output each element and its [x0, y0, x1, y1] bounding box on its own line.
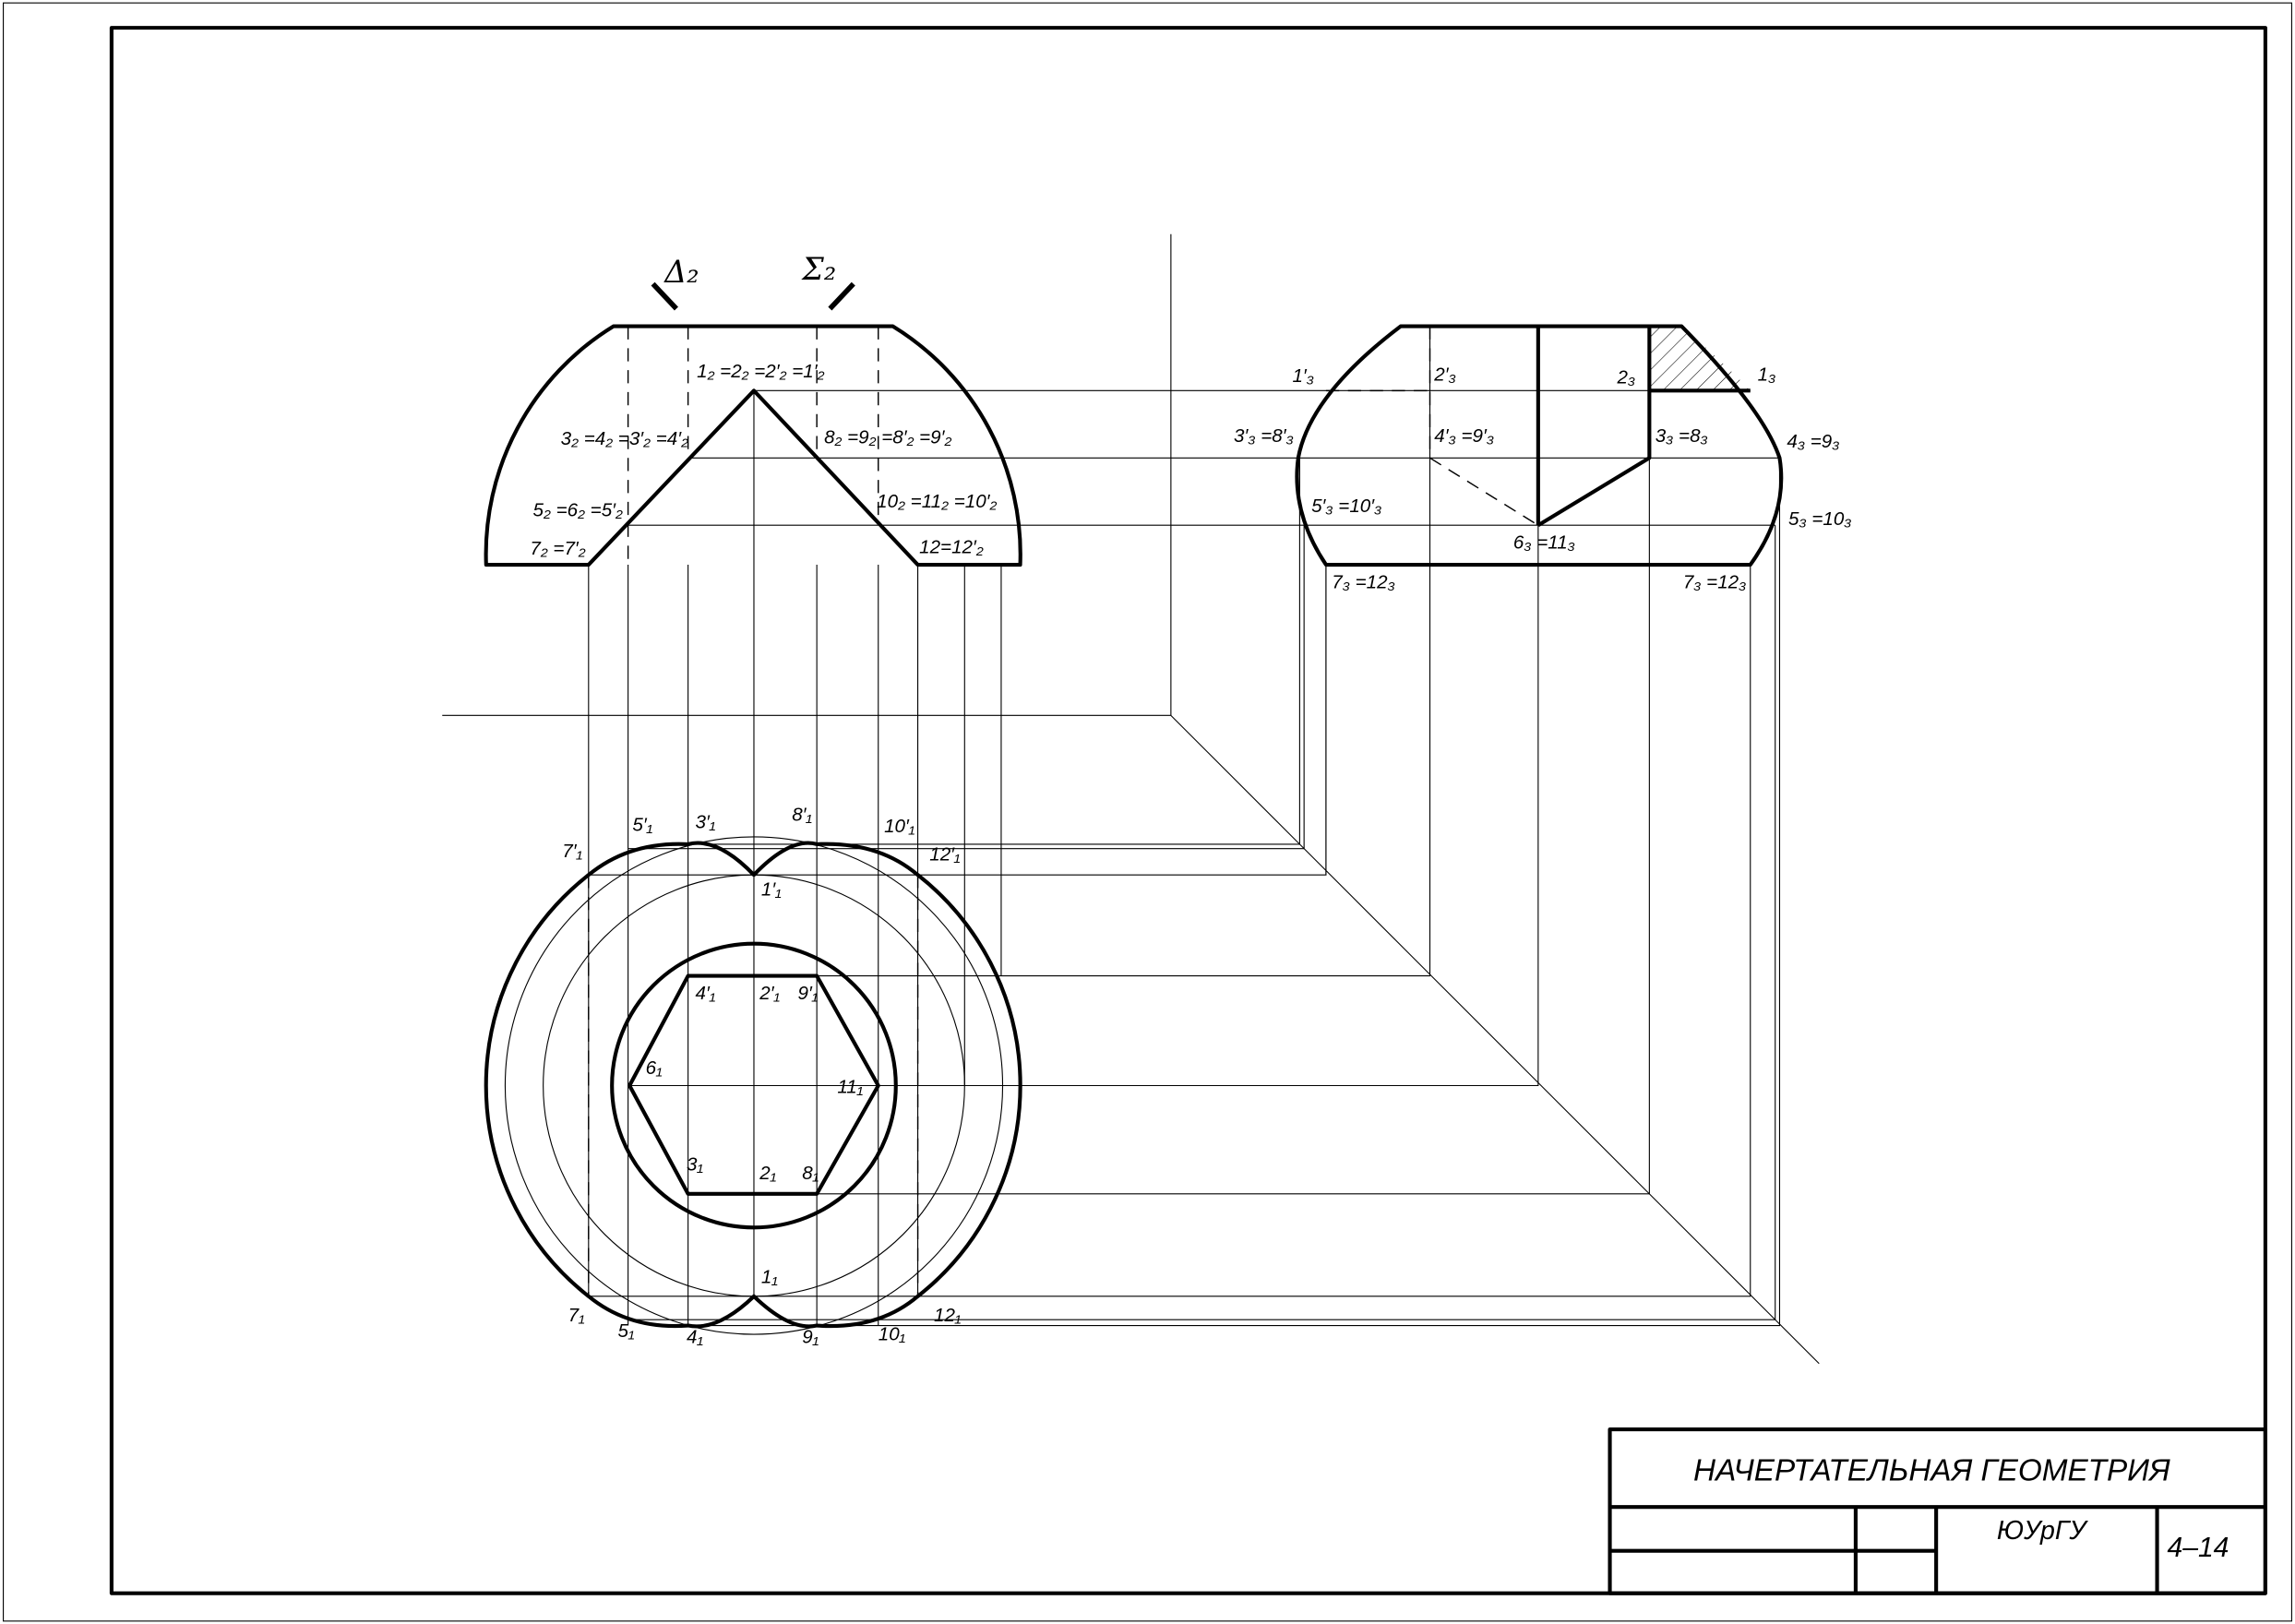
point-label: 10₂ =11₂ =10′₂: [877, 491, 997, 512]
point-label: 1₃: [1758, 364, 1776, 385]
point-label: 2′₁: [759, 983, 780, 1004]
point-label: 7′₁: [562, 841, 582, 862]
point-label: 3′₃ =8′₃: [1234, 425, 1294, 447]
point-label: 2₃: [1616, 366, 1635, 388]
point-label: 8′₁: [792, 805, 812, 826]
point-label: 1′₃: [1292, 365, 1314, 387]
point-label: 12=12′₂: [919, 536, 984, 557]
point-label: 3₃ =8₃: [1656, 425, 1708, 447]
point-label: 8₁: [802, 1163, 819, 1184]
top-view: 7′₁ 5′₁ 3′₁ 8′₁ 10′₁ 12′₁ 1′₁ 4′₁ 2′₁ 9′…: [484, 805, 1022, 1348]
plane-delta-label: Δ₂: [663, 254, 699, 290]
point-label: 4₃ =9₃: [1787, 431, 1839, 452]
point-label: 7₃ =12₃: [1332, 571, 1395, 592]
construction-lines: [588, 326, 1781, 1327]
projection-axes: [442, 233, 1820, 1365]
point-label: 12′₁: [929, 843, 960, 865]
plane-delta-trace: [651, 281, 678, 311]
constant-line: [1170, 714, 1820, 1365]
point-label: 5′₁: [632, 815, 652, 836]
point-label: 7₁: [568, 1305, 585, 1326]
point-label: 10′₁: [884, 816, 914, 837]
section-hatch: [1649, 326, 1751, 391]
plane-sigma-trace: [828, 281, 855, 311]
point-label: 3₂ =4₂ =3′₂ =4′₂: [561, 428, 688, 449]
point-label: 4₁: [687, 1327, 703, 1348]
point-label: 5′₃ =10′₃: [1311, 496, 1381, 517]
point-label: 9₁: [802, 1327, 819, 1348]
drawing-frame: [109, 26, 2267, 1595]
point-label: 4′₁: [696, 983, 716, 1004]
point-label: 1′₁: [761, 878, 782, 900]
subject-title: НАЧЕРТАТЕЛЬНАЯ ГЕОМЕТРИЯ: [1693, 1454, 2170, 1488]
point-label: 7₂ =7′₂: [530, 538, 585, 559]
front-view: Δ₂ Σ₂ 1₂ =2₂ =2′₂ =1′₂ 3₂ =4₂ =3′₂ =4′₂ …: [484, 251, 1022, 567]
side-view: 1′₃ 2′₃ 2₃ 1₃ 3′₃ =8′₃ 4′₃ =9′₃ 3₃ =8₃ 4…: [1234, 324, 1852, 592]
point-label: 5₂ =6₂ =5′₂: [533, 500, 623, 521]
point-label: 7₃ =12₃: [1683, 571, 1746, 592]
sheet-border: [3, 2, 2292, 1622]
point-label: 12₁: [934, 1305, 961, 1326]
point-label: 3₁: [687, 1153, 703, 1175]
point-label: 1₁: [761, 1267, 778, 1288]
point-label: 11₁: [837, 1076, 863, 1097]
point-label: 8₂ =9₂ =8′₂ =9′₂: [824, 426, 951, 448]
point-label: 9′₁: [798, 983, 819, 1004]
sheet-number: 4–14: [2167, 1533, 2229, 1563]
plane-sigma-label: Σ₂: [801, 251, 836, 287]
organization-name: ЮУрГУ: [1997, 1516, 2088, 1546]
point-label: 2′₃: [1433, 364, 1456, 385]
point-label: 6₁: [646, 1057, 663, 1079]
point-label: 4′₃ =9′₃: [1434, 425, 1494, 447]
point-label: 2₁: [759, 1163, 776, 1184]
point-label: 1₂ =2₂ =2′₂ =1′₂: [697, 361, 824, 382]
point-label: 5₃ =10₃: [1788, 508, 1852, 530]
point-label: 10₁: [879, 1323, 905, 1344]
point-label: 5₁: [618, 1320, 635, 1342]
point-label: 6₃ =11₃: [1513, 532, 1575, 554]
point-label: 3′₁: [696, 811, 716, 832]
title-block: НАЧЕРТАТЕЛЬНАЯ ГЕОМЕТРИЯ ЮУрГУ 4–14: [1608, 1427, 2267, 1595]
